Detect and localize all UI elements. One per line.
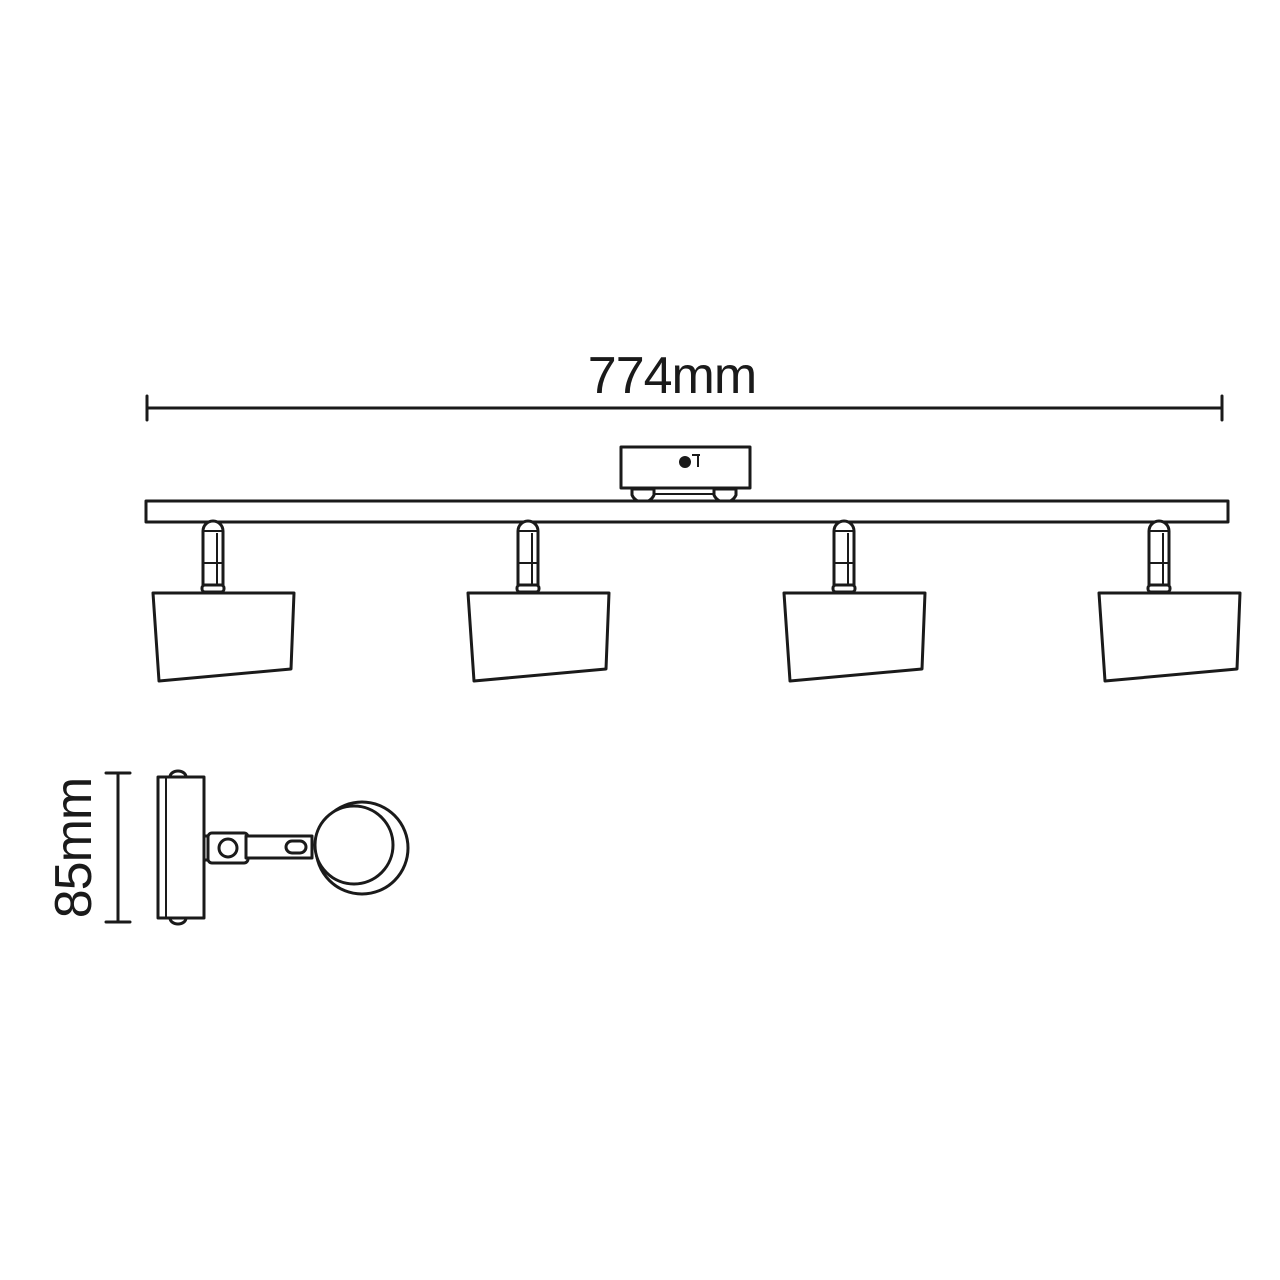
width-dimension: 774mm [145, 347, 1224, 422]
profile-bar [156, 775, 206, 920]
spotlight-collar [1146, 583, 1172, 594]
spot-head-inner [313, 804, 395, 886]
spotlight-shade [1097, 591, 1242, 683]
side-view: 85mm [45, 769, 410, 926]
height-dimension: 85mm [45, 771, 132, 924]
spotlight-1 [151, 519, 296, 683]
arm-joint [217, 837, 239, 859]
spotlight-shade [151, 591, 296, 683]
spotlight-group [151, 519, 1242, 683]
spotlight-shade [782, 591, 927, 683]
ceiling-mount [619, 445, 752, 504]
spotlight-3 [782, 519, 927, 683]
height-dimension-label: 85mm [45, 778, 103, 918]
mount-screw [679, 456, 691, 468]
arm-pin [284, 839, 308, 855]
front-view [144, 445, 1242, 683]
spotlight-collar [200, 583, 226, 594]
spotlight-collar [515, 583, 541, 594]
width-dimension-label: 774mm [588, 347, 756, 405]
spotlight-shade [466, 591, 611, 683]
spotlight-4 [1097, 519, 1242, 683]
spotlight-2 [466, 519, 611, 683]
spotlight-collar [831, 583, 857, 594]
mounting-bar [144, 499, 1230, 524]
